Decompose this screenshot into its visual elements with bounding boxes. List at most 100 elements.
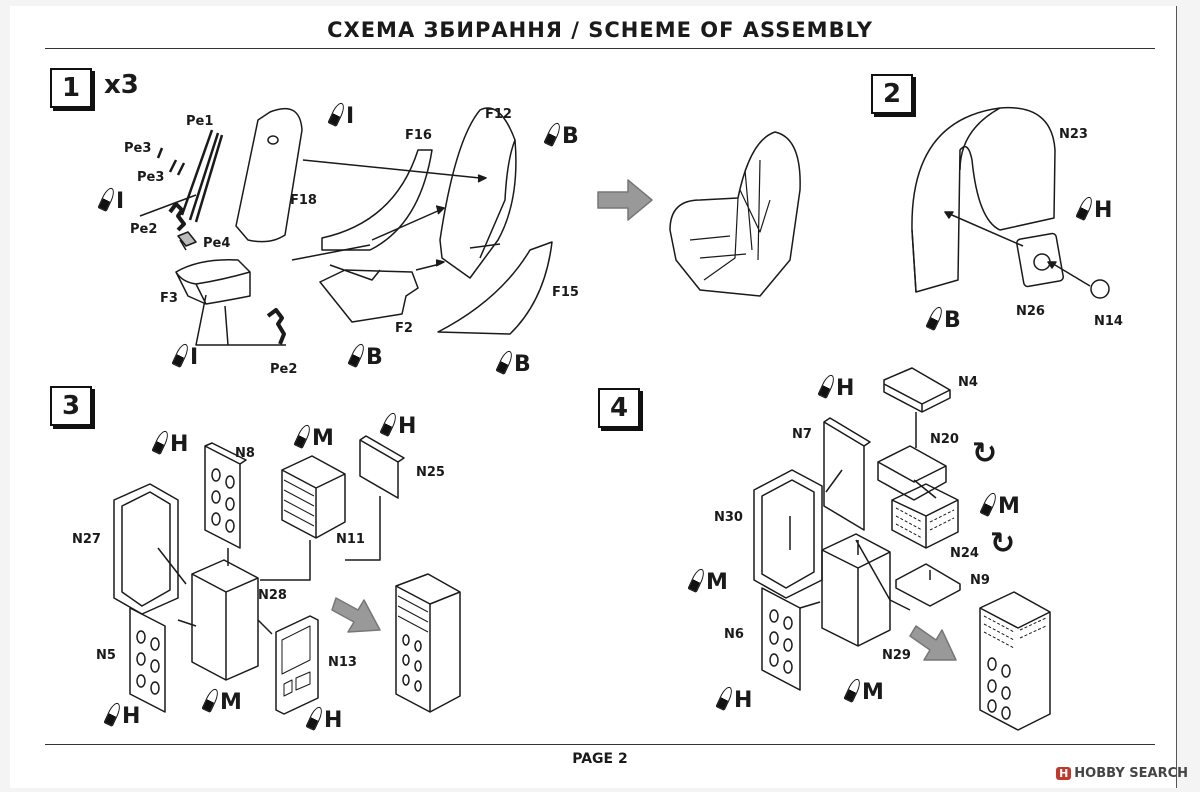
- page-number: PAGE 2: [572, 751, 628, 767]
- label-n14: N14: [1094, 314, 1123, 329]
- label-f2: F2: [395, 321, 413, 336]
- footer-rule: [45, 744, 1155, 745]
- watermark-logo: H: [1056, 767, 1072, 780]
- part-n30: [753, 469, 823, 599]
- label-n6: N6: [724, 627, 744, 642]
- step-1-diagram: [139, 107, 801, 346]
- part-n27: [113, 483, 179, 615]
- paint-code-h-n7: H: [817, 373, 854, 401]
- part-n6-holes: [769, 609, 793, 674]
- label-n8: N8: [235, 446, 255, 461]
- label-n7: N7: [792, 427, 812, 442]
- paint-code-m-n24: M: [979, 491, 1020, 519]
- part-n13: [275, 615, 319, 715]
- step-3-result-arrow: [331, 597, 381, 633]
- label-f18: F18: [290, 193, 317, 208]
- part-n8-holes: [211, 468, 235, 533]
- step-3-diagram: [113, 435, 461, 715]
- paint-code-b-n23: B: [925, 305, 961, 333]
- label-n24: N24: [950, 546, 979, 561]
- step-2-diagram: [911, 106, 1110, 299]
- paint-code-b-f15: B: [495, 349, 531, 377]
- label-n20: N20: [930, 432, 959, 447]
- label-n28: N28: [258, 588, 287, 603]
- part-n5: [129, 607, 166, 713]
- paint-code-i-left: I: [97, 186, 124, 214]
- step-4-leaders: [789, 412, 937, 611]
- label-n26: N26: [1016, 304, 1045, 319]
- label-f16: F16: [405, 128, 432, 143]
- paint-code-h-n6: H: [715, 685, 752, 713]
- instruction-sheet: [10, 6, 1177, 788]
- part-n5-holes: [136, 630, 160, 695]
- label-n5: N5: [96, 648, 116, 663]
- label-n27: N27: [72, 532, 101, 547]
- watermark-text: HOBBY SEARCH: [1074, 766, 1188, 781]
- part-n29: [821, 533, 891, 647]
- part-n9: [895, 563, 961, 607]
- paint-code-m-n28: M: [201, 687, 242, 715]
- label-pe2-a: Pe2: [130, 222, 158, 237]
- label-n11: N11: [336, 532, 365, 547]
- step-1-multiplier: x3: [104, 70, 139, 100]
- step-1-leaders: [139, 159, 501, 346]
- label-f15: F15: [552, 285, 579, 300]
- step-1-badge: 1: [50, 68, 92, 108]
- label-n30: N30: [714, 510, 743, 525]
- label-f12: F12: [485, 107, 512, 122]
- step-2-badge: 2: [871, 74, 913, 114]
- part-n28: [191, 559, 259, 681]
- paint-code-i-top: I: [327, 101, 354, 129]
- assembled-seat: [669, 131, 801, 297]
- part-pe2-lower: [266, 308, 286, 345]
- part-n23: [911, 106, 1056, 293]
- part-n7: [823, 417, 871, 531]
- part-pe1: [180, 129, 224, 223]
- part-f18: [235, 107, 303, 243]
- paint-code-m-n11: M: [293, 423, 334, 451]
- step-1-arrowheads: [435, 174, 487, 267]
- part-pe4: [177, 231, 197, 247]
- part-n8: [204, 442, 247, 549]
- assembled-unit-4: [979, 591, 1051, 731]
- paint-code-b-f2: B: [347, 342, 383, 370]
- label-pe3-b: Pe3: [137, 170, 165, 185]
- part-f15: [437, 241, 553, 335]
- paint-code-h-n8: H: [151, 429, 188, 457]
- label-n13: N13: [328, 655, 357, 670]
- part-f18-hole: [267, 135, 279, 145]
- label-f3: F3: [160, 291, 178, 306]
- part-n25: [359, 435, 405, 499]
- step-4-diagram: [753, 367, 1051, 731]
- title-rule-top: [45, 48, 1155, 49]
- rotate-icon-n24: ↻: [990, 526, 1016, 561]
- part-f16: [321, 149, 433, 251]
- paint-code-b-f12: B: [543, 121, 579, 149]
- part-f12: [439, 107, 517, 279]
- paint-code-m-n29: M: [843, 677, 884, 705]
- paint-code-h-n25: H: [379, 411, 416, 439]
- page-title: СХЕМА ЗБИРАННЯ / SCHEME OF ASSEMBLY: [327, 18, 873, 42]
- label-pe4: Pe4: [203, 236, 231, 251]
- assembled-unit-3: [395, 573, 461, 713]
- label-pe2-b: Pe2: [270, 362, 298, 377]
- step-1-result-arrow: [597, 179, 653, 221]
- step-4-badge: 4: [598, 388, 640, 428]
- step-2-leaders: [944, 211, 1091, 287]
- part-f3: [175, 259, 251, 305]
- part-n26: [1016, 232, 1064, 288]
- paint-code-h-n26: H: [1075, 195, 1112, 223]
- rotate-icon-n20: ↻: [972, 436, 998, 471]
- label-n29: N29: [882, 648, 911, 663]
- label-n23: N23: [1059, 127, 1088, 142]
- part-n4: [883, 367, 951, 413]
- part-pe2-upper: [168, 202, 186, 232]
- step-4-result-arrow: [909, 625, 957, 661]
- step-3-badge: 3: [50, 386, 92, 426]
- paint-code-i-bottom: I: [171, 342, 198, 370]
- label-n4: N4: [958, 375, 978, 390]
- label-pe3-a: Pe3: [124, 141, 152, 156]
- part-n20: [877, 445, 947, 501]
